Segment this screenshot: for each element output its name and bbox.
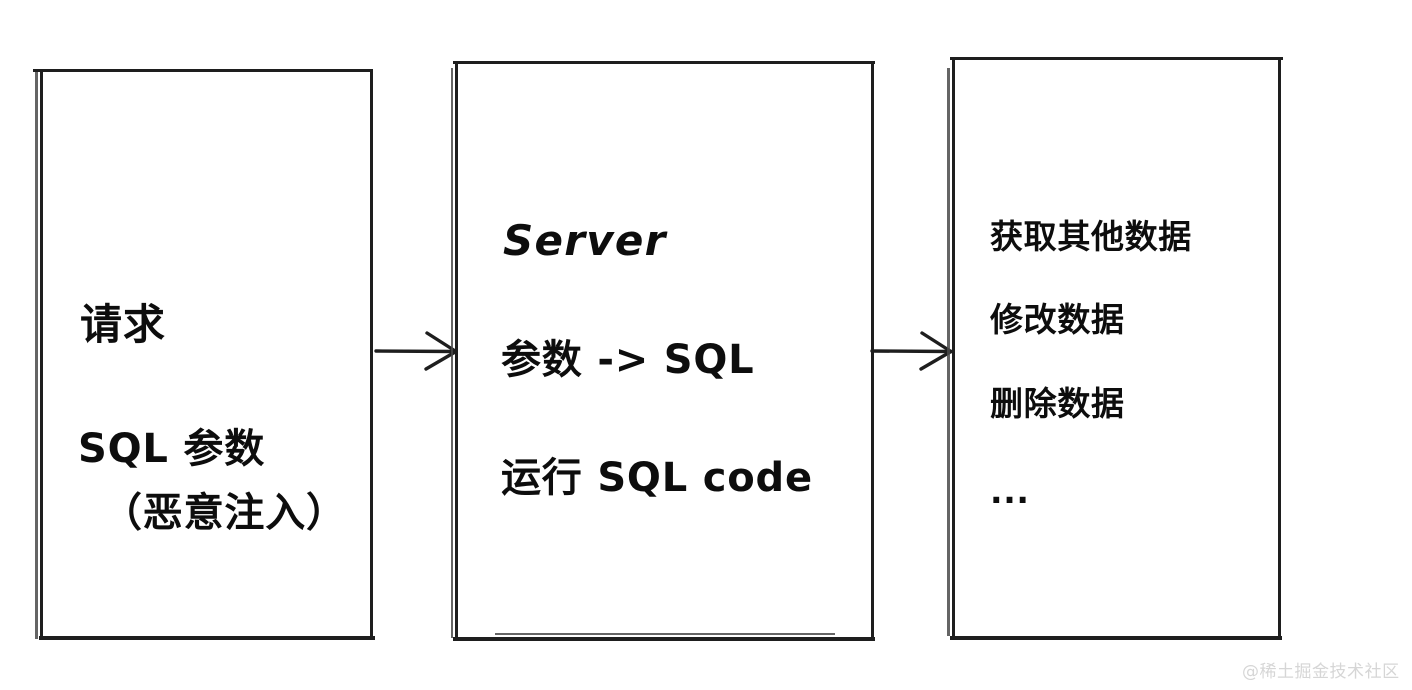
server-box-line-2: 参数 -> SQL: [501, 337, 755, 383]
effects-box-line-1: 获取其他数据: [990, 217, 1192, 256]
box3-top-edge: [950, 57, 1283, 60]
box2-bottom-edge: [453, 637, 875, 641]
box1-top-edge: [33, 69, 372, 72]
box1-right-edge: [370, 69, 373, 639]
server-box-line-3: 运行 SQL code: [501, 455, 813, 501]
box3-left-edge-ghost: [947, 68, 950, 636]
arrow-server-to-effects: [870, 331, 953, 371]
box2-left-edge-ghost: [451, 68, 453, 638]
box3-left-edge: [952, 58, 955, 639]
request-box-line-3: （恶意注入）: [102, 490, 347, 536]
box2-left-edge: [455, 62, 458, 640]
server-box[interactable]: Server 参数 -> SQL 运行 SQL code: [451, 61, 875, 641]
effects-box-line-3: 删除数据: [990, 384, 1125, 423]
box1-bottom-edge: [39, 636, 375, 640]
server-box-line-1: Server: [503, 216, 667, 265]
box2-bottom-edge-ghost: [495, 633, 835, 635]
box2-top-edge: [453, 61, 875, 64]
box1-left-edge-ghost: [35, 72, 38, 639]
request-box-line-2: SQL 参数: [78, 426, 266, 472]
request-box-line-1: 请求: [80, 300, 166, 349]
watermark: @稀土掘金技术社区: [1242, 662, 1400, 682]
effects-box-line-4: ...: [990, 472, 1030, 511]
box1-left-edge: [40, 70, 43, 639]
box3-right-edge: [1278, 57, 1281, 639]
arrow-client-to-server: [374, 331, 458, 371]
box3-bottom-edge: [950, 636, 1282, 640]
request-box[interactable]: 请求 SQL 参数 （恶意注入）: [33, 69, 375, 640]
effects-box[interactable]: 获取其他数据 修改数据 删除数据 ...: [947, 57, 1283, 640]
effects-box-line-2: 修改数据: [990, 300, 1125, 339]
